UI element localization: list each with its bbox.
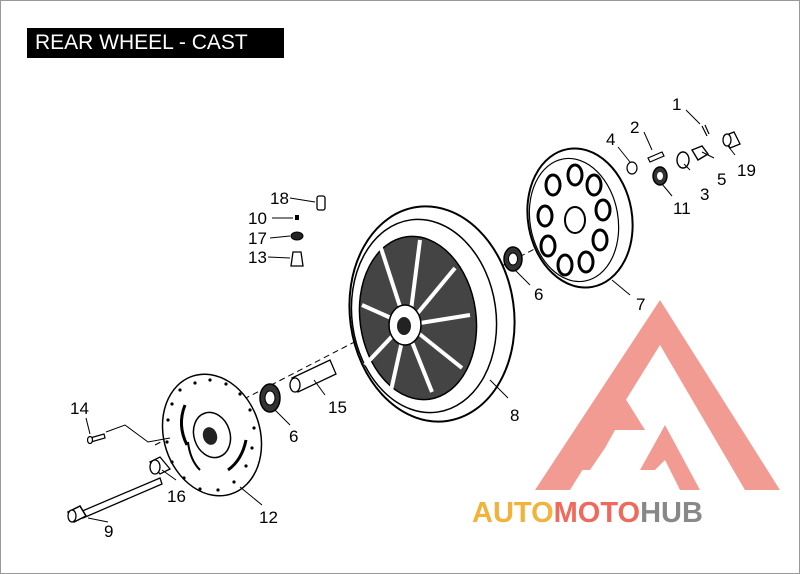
nut-part-5 bbox=[690, 145, 710, 161]
callout-12: 12 bbox=[259, 508, 278, 527]
cap-part-19 bbox=[722, 131, 741, 149]
watermark-moto: MOTO bbox=[554, 497, 640, 529]
screw-part-14 bbox=[86, 433, 106, 445]
callout-2: 2 bbox=[630, 118, 639, 137]
callout-10: 10 bbox=[248, 209, 267, 228]
bearing-part-6-lower bbox=[259, 383, 281, 413]
valve-core-part-10 bbox=[295, 215, 299, 220]
callout-11: 11 bbox=[673, 199, 691, 218]
valve-cap-part-18 bbox=[316, 195, 326, 211]
callout-15: 15 bbox=[328, 398, 347, 417]
callout-9: 9 bbox=[104, 522, 113, 541]
callout-8: 8 bbox=[510, 406, 519, 425]
callout-7: 7 bbox=[636, 295, 645, 314]
axle-part-9 bbox=[66, 477, 163, 523]
pulley-part-7 bbox=[526, 147, 634, 289]
callout-labels: 1 2 3 4 5 6 6 7 8 9 10 11 12 13 14 15 16… bbox=[70, 95, 756, 541]
callout-5: 5 bbox=[717, 170, 726, 189]
leader-lines bbox=[85, 109, 736, 523]
grommet-part-17 bbox=[290, 231, 304, 241]
callout-6-upper: 6 bbox=[534, 285, 543, 304]
cast-wheel-part-8 bbox=[348, 205, 516, 423]
callout-6-lower: 6 bbox=[289, 427, 298, 446]
watermark-text: AUTOMOTOHUB bbox=[472, 497, 703, 529]
callout-14: 14 bbox=[70, 399, 89, 418]
watermark-auto: AUTO bbox=[472, 497, 554, 529]
diagram-title: REAR WHEEL - CAST bbox=[27, 28, 284, 58]
watermark-hub: HUB bbox=[640, 497, 703, 529]
callout-16: 16 bbox=[167, 487, 186, 506]
spacer-part-16 bbox=[148, 456, 172, 475]
bearing-part-6-upper bbox=[503, 246, 523, 272]
callout-1: 1 bbox=[672, 95, 681, 114]
svg-text:AUTOMOTOHUB: AUTOMOTOHUB bbox=[472, 497, 703, 529]
callout-19: 19 bbox=[737, 161, 756, 180]
washer-part-3 bbox=[676, 151, 690, 169]
callout-18: 18 bbox=[270, 189, 289, 208]
washer-part-4 bbox=[626, 161, 638, 175]
callout-13: 13 bbox=[248, 248, 267, 267]
bolt-part-2 bbox=[647, 151, 665, 163]
spacer-tube-part-15 bbox=[289, 359, 337, 393]
callout-3: 3 bbox=[700, 185, 709, 204]
brake-disc-part-12 bbox=[161, 373, 263, 497]
callout-17: 17 bbox=[248, 229, 267, 248]
cotter-pin-part-1 bbox=[701, 124, 710, 137]
valve-stem-part-13 bbox=[290, 251, 304, 267]
callout-4: 4 bbox=[606, 130, 615, 149]
watermark-logo-icon bbox=[535, 300, 780, 490]
bushing-part-11 bbox=[652, 166, 668, 186]
